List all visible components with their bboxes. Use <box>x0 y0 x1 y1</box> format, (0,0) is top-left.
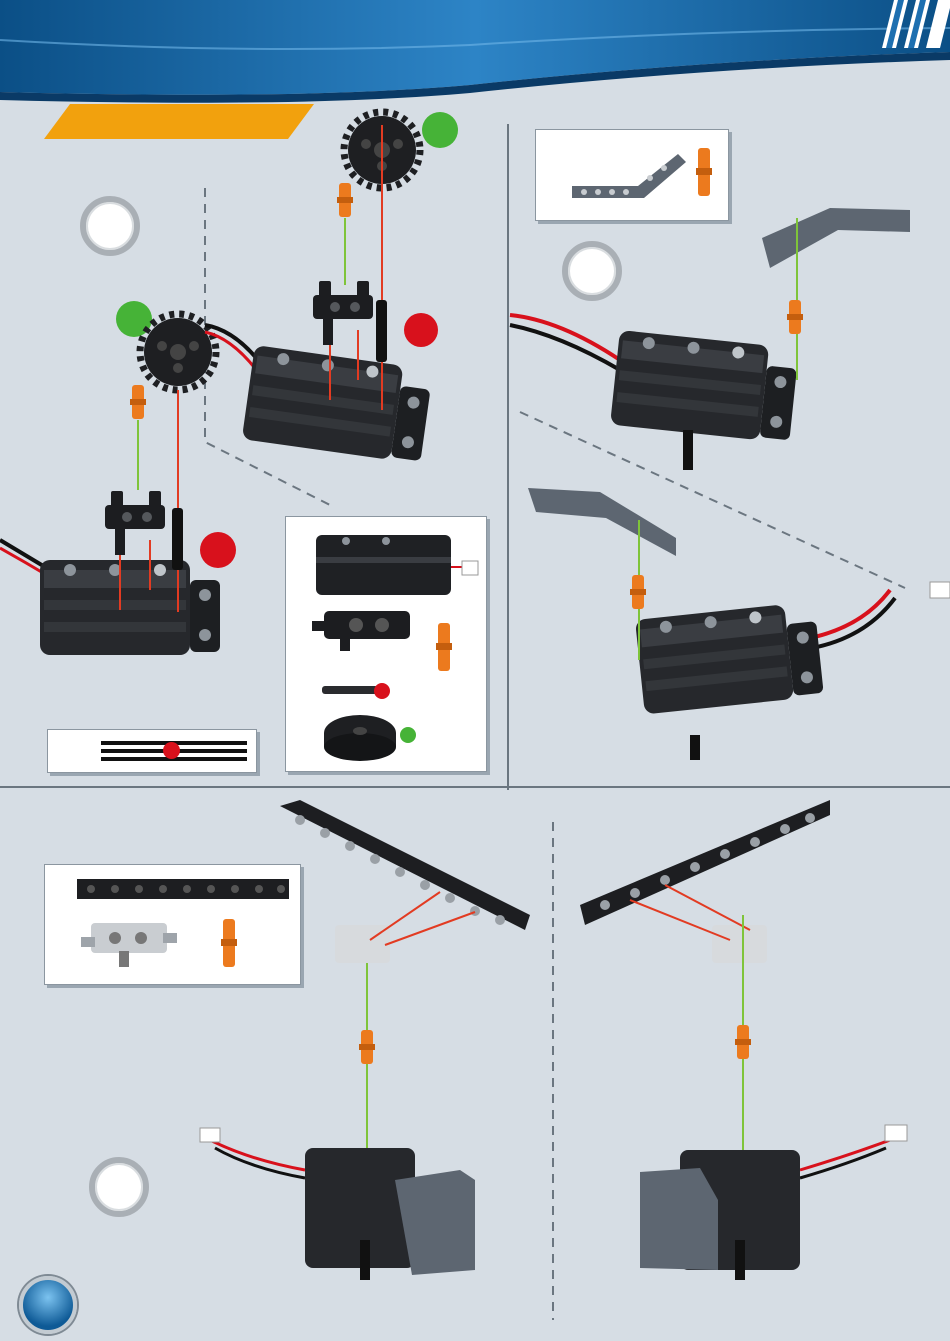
long-beam-icon <box>77 875 292 901</box>
gear-icon <box>320 709 400 765</box>
short-axle-icon <box>322 683 378 697</box>
parts-box-bottom-left <box>44 864 301 985</box>
cross-block-icon <box>79 913 179 971</box>
parts-box-top-right <box>535 129 729 221</box>
bent-beam-icon <box>568 146 688 206</box>
scale-red-marker <box>163 742 180 759</box>
orange-pin-icon <box>696 148 712 196</box>
axle-length-scale <box>47 729 257 773</box>
axle-connector-icon <box>310 601 420 653</box>
red-marker-small <box>374 683 390 699</box>
orange-pin-icon <box>436 623 452 671</box>
parts-box-middle <box>285 516 487 772</box>
gear-motor-icon <box>316 527 481 602</box>
orange-pin-icon <box>221 919 237 967</box>
page-badge <box>19 1276 77 1334</box>
green-marker-small <box>400 727 416 743</box>
